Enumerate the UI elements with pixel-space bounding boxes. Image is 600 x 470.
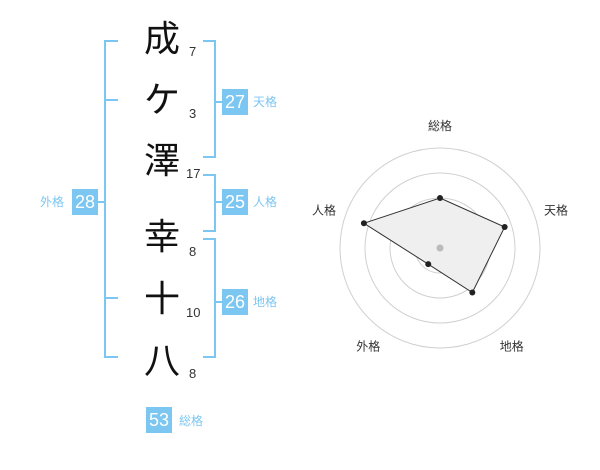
name-char-2: ケ — [143, 80, 180, 121]
tenkaku-label: 天格 — [253, 95, 278, 109]
stroke-count-3: 17 — [186, 166, 201, 181]
name-char-6: 八 — [143, 341, 180, 382]
chikaku-tick-top — [203, 238, 216, 240]
jinkaku-badge: 25 — [222, 189, 249, 215]
radar-ring-4 — [339, 147, 541, 349]
gaikaku-bracket-tick-top — [104, 40, 118, 42]
radar-center-point — [436, 244, 444, 252]
chikaku-label: 地格 — [253, 295, 278, 309]
tenkaku-badge: 27 — [222, 89, 249, 115]
radar-axis-label-4: 人格 — [312, 202, 336, 217]
stroke-count-1: 7 — [189, 44, 197, 59]
tenkaku-bracket — [214, 40, 216, 158]
gaikaku-bracket-tick-mid1 — [104, 99, 118, 101]
jinkaku-tick-top — [203, 174, 216, 176]
chikaku-connector — [214, 301, 222, 303]
tenkaku-tick-top — [203, 40, 216, 42]
radar-axis-label-2: 地格 — [500, 339, 524, 354]
soukaku-label: 総格 — [179, 414, 204, 428]
name-char-3: 澤 — [143, 141, 180, 182]
name-char-1: 成 — [143, 19, 180, 60]
stroke-count-4: 8 — [189, 244, 197, 259]
stroke-count-5: 10 — [186, 305, 201, 320]
gaikaku-connector — [98, 201, 106, 203]
radar-point-2 — [469, 289, 476, 296]
tenkaku-tick-bottom — [203, 156, 216, 158]
stroke-count-2: 3 — [189, 106, 197, 121]
jinkaku-label: 人格 — [253, 195, 278, 209]
radar-point-4 — [360, 220, 367, 227]
stroke-count-6: 8 — [189, 366, 197, 381]
jinkaku-connector — [214, 201, 222, 203]
radar-axis-label-3: 外格 — [356, 339, 380, 354]
gaikaku-label: 外格 — [40, 195, 65, 209]
radar-point-0 — [437, 195, 443, 201]
radar-axis-label-1: 天格 — [544, 202, 568, 217]
radar-ring-3 — [364, 172, 516, 324]
name-char-5: 十 — [143, 279, 180, 320]
tenkaku-connector — [214, 101, 222, 103]
chikaku-tick-bottom — [203, 356, 216, 358]
chikaku-badge: 26 — [222, 289, 249, 315]
gaikaku-bracket-tick-bottom — [104, 356, 118, 358]
jinkaku-bracket — [214, 174, 216, 232]
jinkaku-tick-bottom — [203, 230, 216, 232]
gaikaku-bracket-tick-mid2 — [104, 297, 118, 299]
gaikaku-badge: 28 — [72, 189, 99, 215]
radar-polygon — [362, 197, 506, 294]
chikaku-bracket — [214, 238, 216, 358]
radar-axis-label-0: 総格 — [428, 118, 452, 133]
gaikaku-bracket — [104, 40, 106, 358]
radar-point-1 — [501, 223, 508, 230]
soukaku-badge: 53 — [146, 407, 173, 433]
name-char-4: 幸 — [143, 217, 180, 258]
radar-point-3 — [425, 261, 432, 268]
